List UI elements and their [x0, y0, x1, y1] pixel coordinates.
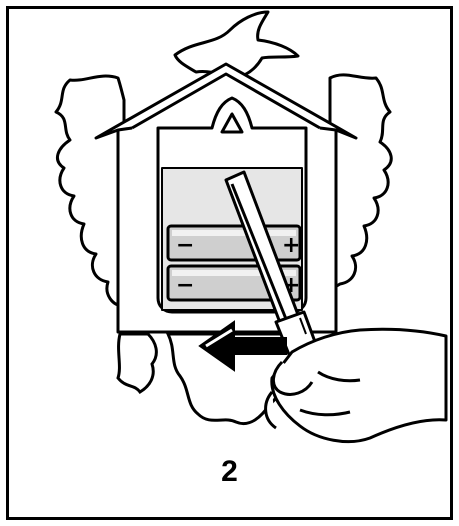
- left-pinecone: [118, 334, 156, 392]
- right-leaves: [330, 75, 391, 290]
- battery-bottom-minus: −: [176, 273, 194, 298]
- step-number: 2: [0, 455, 459, 489]
- bird-ornament: [175, 12, 298, 78]
- left-leaves: [56, 76, 124, 306]
- battery-top-minus: −: [176, 233, 194, 258]
- battery-top-plus: +: [282, 233, 300, 258]
